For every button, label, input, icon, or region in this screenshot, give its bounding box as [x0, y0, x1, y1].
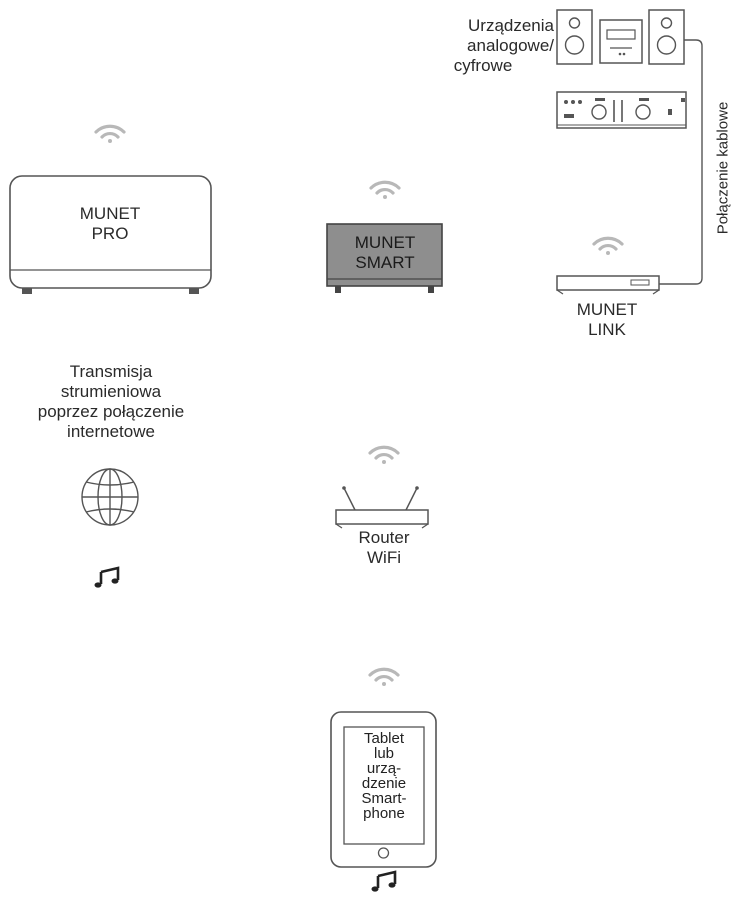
- tablet-screen-text: Tablet lub urzą- dzenie Smart- phone: [344, 731, 424, 821]
- munet-link-device: [556, 275, 660, 295]
- streaming-label: Transmisja strumieniowa poprzez połączen…: [0, 362, 222, 442]
- streaming-line4: internetowe: [67, 422, 155, 441]
- cable-line: [659, 39, 703, 285]
- tablet-line5: Smart-: [361, 790, 407, 807]
- speaker-icon: [556, 9, 593, 65]
- analog-devices-label: Urządzenia analogowe/ cyfrowe: [412, 16, 554, 76]
- munet-link-label: MUNET LINK: [557, 300, 657, 340]
- router-device: [335, 486, 429, 529]
- globe-icon: [81, 468, 139, 526]
- munet-smart-line2: SMART: [355, 253, 415, 272]
- streaming-line3: poprzez połączenie: [37, 402, 185, 421]
- router-label: Router WiFi: [334, 528, 434, 568]
- cd-player-icon: [599, 19, 643, 64]
- streaming-line2: strumieniowa: [60, 382, 162, 401]
- munet-pro-line1: MUNET: [79, 204, 141, 223]
- tablet-line3: urzą-: [366, 760, 402, 777]
- amplifier-icon: [556, 91, 687, 129]
- music-note-icon: [94, 566, 120, 588]
- munet-smart-device: [326, 223, 443, 293]
- wifi-icon: [94, 124, 126, 143]
- tablet-line4: dzenie: [361, 775, 407, 792]
- tablet-device: [330, 711, 437, 868]
- streaming-line1: Transmisja: [69, 362, 153, 381]
- munet-pro-label: MUNET PRO: [60, 204, 160, 244]
- munet-link-line1: MUNET: [576, 300, 638, 319]
- speaker-icon: [648, 9, 685, 65]
- wifi-icon: [368, 445, 400, 464]
- analog-devices-line2: analogowe/: [467, 36, 554, 55]
- wifi-icon: [369, 180, 401, 199]
- tablet-line2: lub: [373, 745, 395, 762]
- router-line2: WiFi: [367, 548, 401, 567]
- analog-devices-line1: Urządzenia: [468, 16, 554, 35]
- munet-link-line2: LINK: [588, 320, 626, 339]
- music-note-icon: [371, 870, 397, 892]
- tablet-line1: Tablet: [363, 730, 405, 747]
- munet-pro-device: [9, 175, 212, 294]
- router-line1: Router: [358, 528, 410, 547]
- wifi-icon: [592, 236, 624, 255]
- cable-connection-text: Połączenie kablowe: [714, 101, 732, 235]
- cable-connection-label: Połączenie kablowe: [715, 102, 732, 235]
- analog-devices-line3: cyfrowe: [453, 56, 513, 75]
- tablet-line6: phone: [363, 805, 405, 822]
- munet-smart-label: MUNET SMART: [335, 233, 435, 273]
- wifi-icon: [368, 667, 400, 686]
- munet-smart-line1: MUNET: [354, 233, 416, 252]
- munet-pro-line2: PRO: [91, 224, 129, 243]
